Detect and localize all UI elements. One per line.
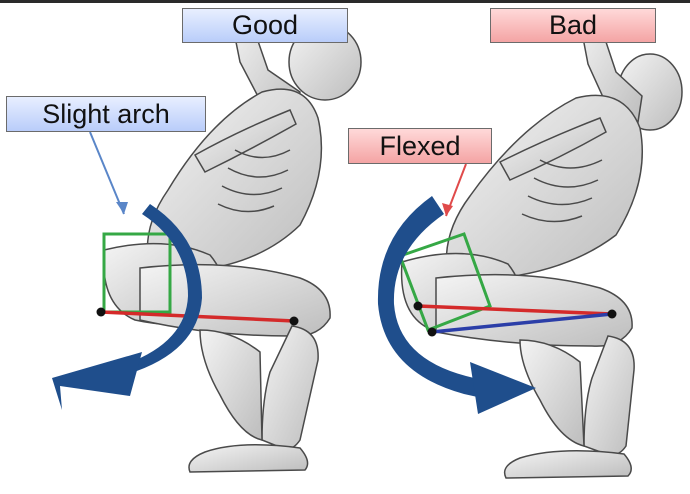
good-calf [199,329,263,441]
good-hip-joint [96,307,106,317]
bad-knee-joint [607,309,617,319]
bad-ribs [521,159,603,223]
bad-squat-figure [400,14,683,479]
good-forearm [193,109,297,173]
good-squat-figure [102,14,362,473]
arch-pointer-head [116,202,128,214]
bad-calf [519,339,585,447]
flexed-pointer-head [442,203,453,216]
arch-pointer-line [89,131,125,215]
good-foot [188,444,309,473]
flexed-label: Flexed [348,128,492,164]
bad-thigh-line-red [417,304,613,316]
bad-torso [445,94,643,279]
bad-hip-joint-lower [427,327,437,337]
flex-curved-arrow-icon [377,196,482,398]
flex-arrowhead-icon [470,362,536,414]
arch-arrowhead-icon [52,352,142,410]
arch-curved-arrow-icon [126,204,202,374]
good-label: Good [182,8,348,43]
good-knee-joint [289,316,299,326]
bad-shin [583,335,635,456]
slight-arch-label: Slight arch [6,96,206,132]
bad-hip-joint-upper [413,301,423,311]
top-border [0,0,690,3]
bad-thigh-line-blue [431,312,613,334]
good-shin [261,325,319,450]
bad-foot [503,450,632,479]
good-ribs [217,149,291,213]
bad-label: Bad [490,8,656,43]
bad-forearm [498,117,607,181]
